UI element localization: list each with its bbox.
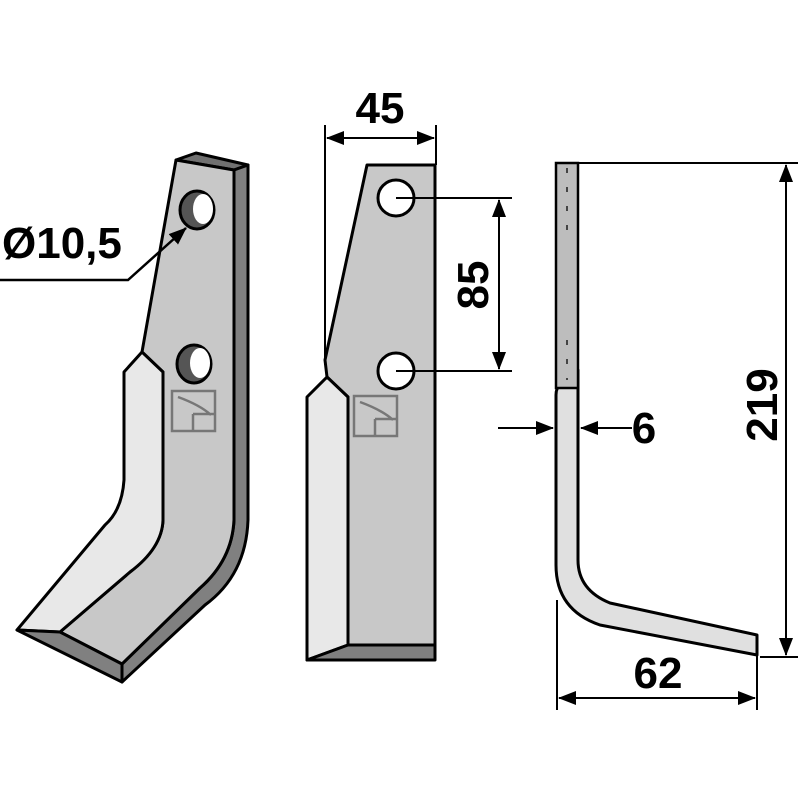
mounting-hole-icon [175,343,213,385]
height-dimension [578,162,798,658]
manufacturer-logo-icon [170,389,217,433]
blade-perspective-view [15,151,250,684]
blade-profile-lower [554,368,759,657]
blade-profile-upper [554,161,580,390]
blade-side-view [554,161,759,657]
blade-bottom-edge [305,643,437,662]
foot-length-label: 62 [634,649,683,698]
thickness-label: 6 [632,404,656,453]
blade-bottom-edge [15,628,124,684]
foot-length-dimension [556,600,758,710]
height-label: 219 [738,368,787,441]
manufacturer-logo-icon [352,394,399,438]
hole-diameter-label: Ø10,5 [2,219,122,268]
hole-spacing-label: 85 [449,261,498,310]
width-label: 45 [356,84,405,133]
blade-bevel [305,375,350,662]
blade-front-view [305,163,437,662]
hole-diameter-leader [0,227,187,282]
mounting-hole-icon [178,189,216,231]
hole-spacing-dimension [396,197,512,372]
width-dimension [324,125,437,365]
